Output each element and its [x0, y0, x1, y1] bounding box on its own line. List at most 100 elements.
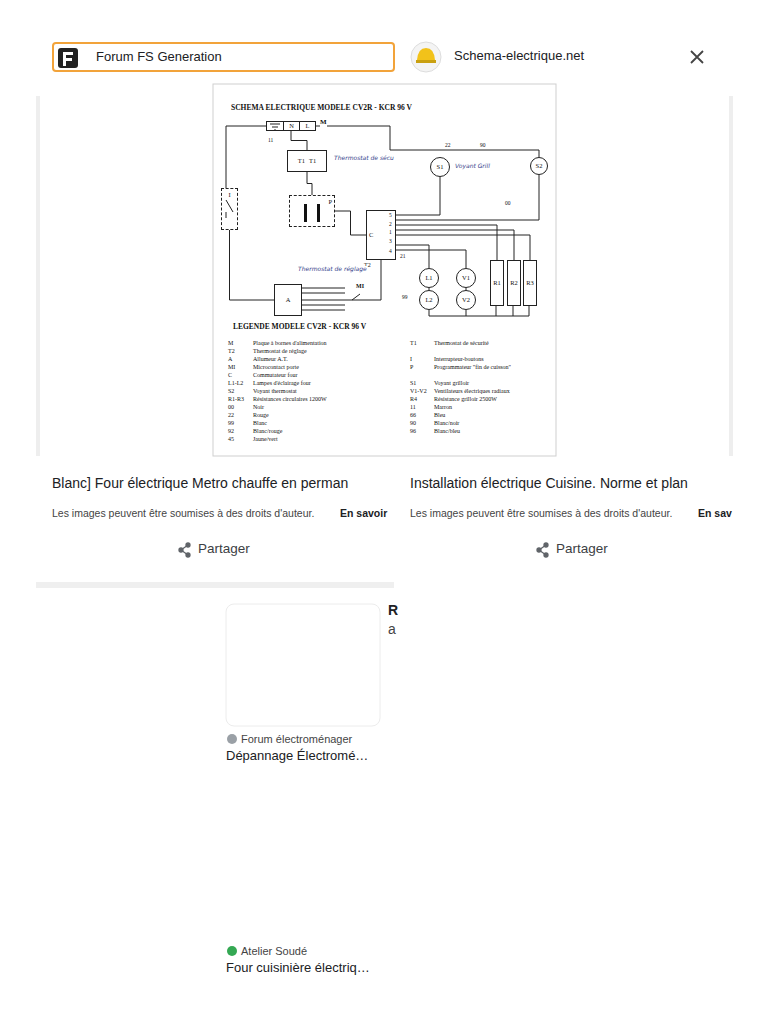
ground-symbol [270, 124, 280, 130]
learn-more-link: En sav [698, 508, 732, 520]
node-text: R1 [493, 279, 501, 286]
legend-code: C [228, 372, 232, 379]
node-text: R3 [526, 279, 534, 286]
share-icon [179, 543, 190, 557]
legend-code: 00 [228, 404, 234, 411]
site-favicon [227, 946, 237, 956]
legend-code: 66 [410, 412, 416, 419]
legend-code: L1-L2 [228, 380, 243, 387]
legend-code: M [228, 340, 233, 347]
part-letter: M [320, 119, 327, 127]
wire-connector [396, 175, 539, 220]
legend-description: Thermostat de réglage [253, 348, 307, 355]
schematic-wires [226, 124, 539, 316]
share-button: Partager [556, 542, 608, 557]
schematic-frame [213, 84, 556, 456]
legend-code: P [410, 364, 413, 371]
wire-connector [396, 235, 530, 260]
legend-description: Résistances circulaires 1200W [253, 396, 327, 403]
wire-connector [335, 211, 366, 235]
close-icon [691, 51, 703, 63]
heating-resistor: R1 [490, 260, 504, 306]
node-text: I [228, 191, 230, 198]
legend-description: Marron [434, 404, 452, 411]
node-text: S2 [536, 162, 543, 169]
share-line [539, 545, 546, 555]
legend-description: Allumeur A.T. [253, 356, 288, 363]
wire [226, 126, 266, 188]
legend-description: Programmateur "fin de cuisson" [434, 364, 511, 371]
legend-code: 11 [410, 404, 416, 411]
terminal-block: NL [266, 121, 316, 131]
neighbour-image [729, 96, 733, 456]
legend-code: S1 [410, 380, 416, 387]
node-text: V2 [462, 296, 470, 303]
legend-description: Commutateur four [253, 372, 298, 379]
legend-description: Blanc/noir [434, 420, 459, 427]
legend-description: Plaque à bornes d'alimentation [253, 340, 327, 347]
circle-shape [420, 269, 439, 288]
legend-description: Blanc/bleu [434, 428, 460, 435]
neighbour-image [36, 96, 40, 456]
share-icon [537, 543, 548, 557]
contact-number: 5 [389, 212, 392, 218]
legend-code: V1-V2 [410, 388, 427, 395]
legend-code: T1 [410, 340, 417, 347]
legend-description: Résistance grilloir 2500W [434, 396, 497, 403]
oven-lamp: L1 [419, 268, 439, 288]
share-line [181, 545, 188, 555]
site-icon [58, 48, 78, 68]
legend-code: 45 [228, 436, 234, 443]
legend-description: Blanc/rouge [253, 428, 282, 435]
circle-shape [457, 269, 476, 288]
circle-shape [431, 158, 450, 177]
result-title: Blanc] Four électrique Metro chauffe en … [52, 476, 348, 491]
legend-code: MI [228, 364, 235, 371]
node-text: R2 [510, 279, 518, 286]
learn-more-link: En savoir [340, 508, 387, 520]
handwritten-note: Thermostat de sécu [334, 155, 394, 162]
circle-shape [420, 291, 439, 310]
copyright-note: Les images peuvent être soumises à des d… [410, 508, 672, 520]
legend-code: R1-R3 [228, 396, 244, 403]
node-text: S1 [437, 163, 444, 170]
circle-shape [457, 291, 476, 310]
node-text: L2 [425, 296, 432, 303]
timer-contacts [304, 204, 320, 222]
node-text: T1 [309, 157, 316, 164]
fan-motor: V2 [456, 290, 476, 310]
igniter-box: A [274, 284, 302, 316]
wire-connector [396, 177, 440, 215]
heating-resistor: R3 [523, 260, 537, 306]
site-icon-mark [63, 52, 73, 66]
wire-connector [396, 245, 429, 268]
copyright-note: Les images peuvent être soumises à des d… [52, 508, 314, 520]
wire-number: 90 [480, 142, 486, 148]
result-title: Four cuisinière électriq… [226, 961, 370, 975]
wire-number: 11 [268, 137, 273, 143]
handwritten-note: Voyant Grill [455, 163, 490, 170]
wire-number: 99 [402, 294, 408, 300]
igniter-leads [302, 288, 345, 310]
part-letter: MI [356, 283, 364, 290]
legend-description: Voyant thermostat [253, 388, 297, 395]
contact-number: 2 [389, 221, 392, 227]
result-title: Installation électrique Cuisine. Norme e… [410, 476, 688, 491]
legend-description: Blanc [253, 420, 267, 427]
node-text: V1 [462, 274, 470, 281]
legend-description: Bleu [434, 412, 445, 419]
helmet-icon [417, 48, 435, 60]
wire [429, 306, 529, 316]
fan-motor: V1 [456, 268, 476, 288]
legend-description: Voyant grilloir [434, 380, 469, 387]
wire-connector [291, 131, 307, 150]
source-name: Forum électroménager [241, 733, 352, 745]
wire-number: 00 [505, 200, 511, 206]
legend-code: T2 [228, 348, 235, 355]
legend-code: S2 [228, 388, 234, 395]
circle-shape [531, 158, 548, 175]
switch-box: I [221, 188, 238, 230]
legend-description: Jaune/vert [253, 436, 278, 443]
contact-number: 4 [389, 248, 392, 254]
thumbnail-card [226, 604, 380, 726]
